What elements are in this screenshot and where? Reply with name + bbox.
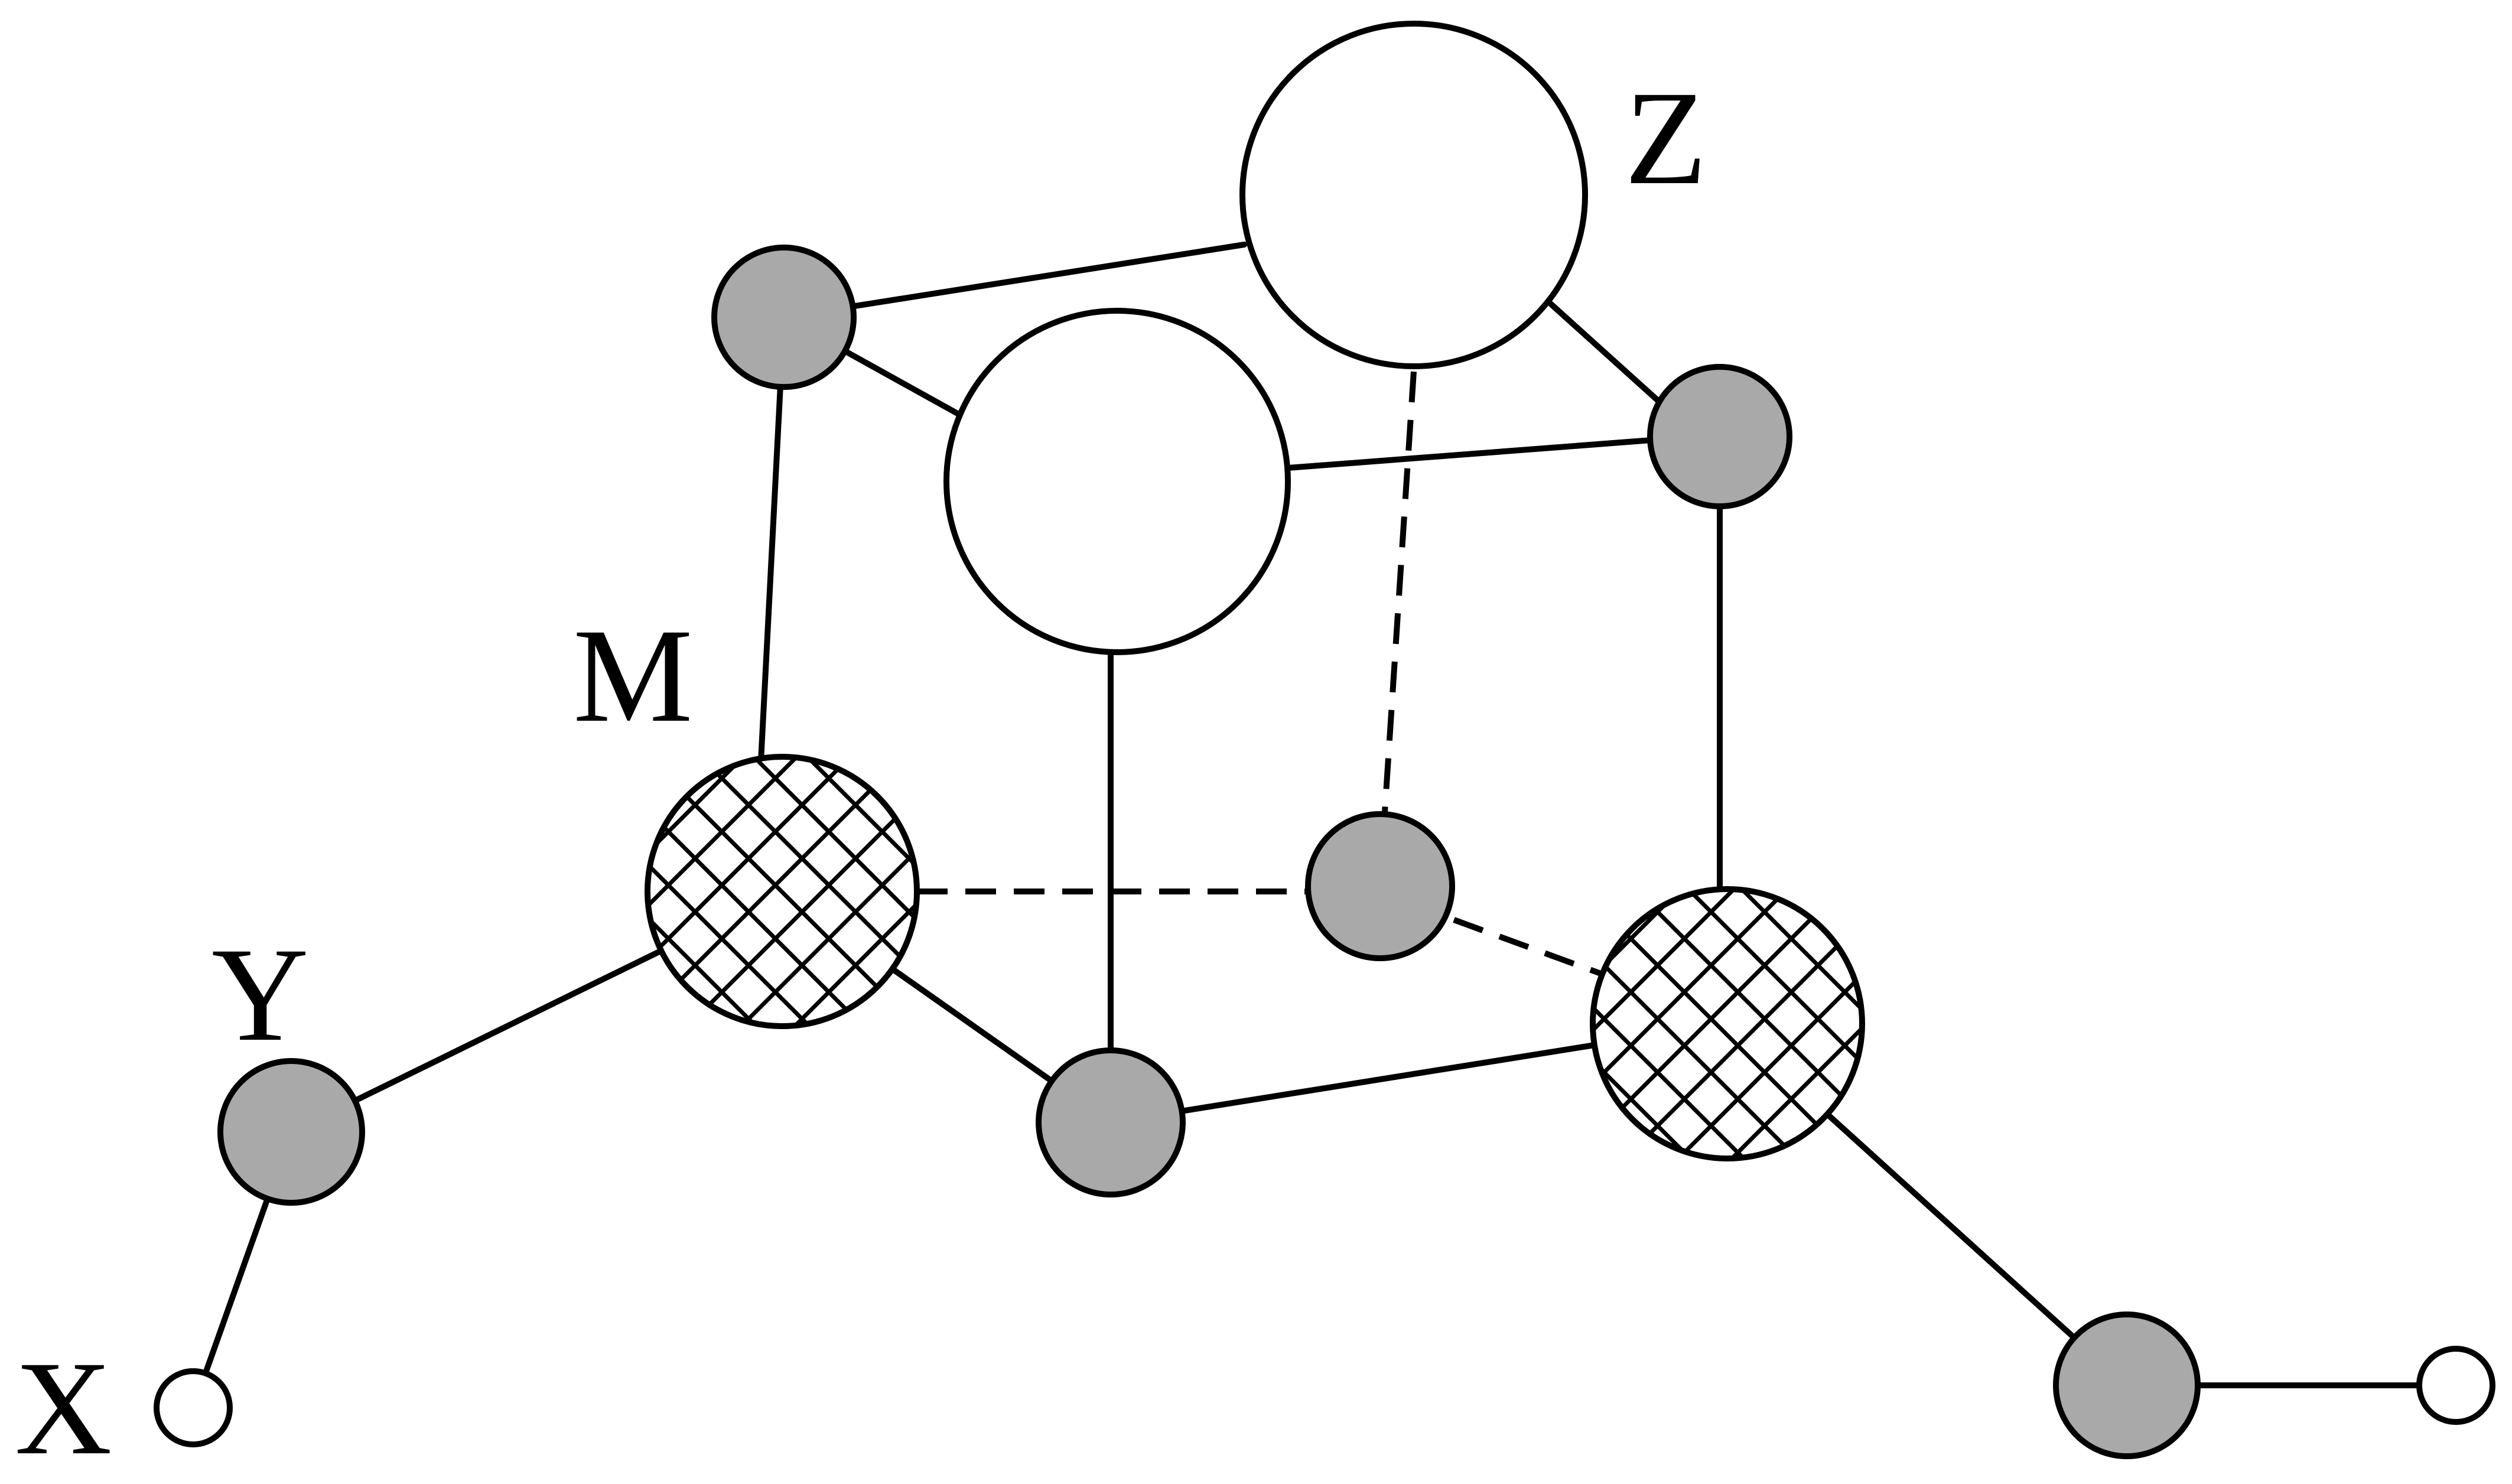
atoms: [154, 21, 2495, 1459]
gray-atom-bottom-right: [2053, 1311, 2201, 1459]
large-white-atom-z: [1239, 21, 1588, 369]
hatched-atom-m: [645, 754, 920, 1029]
label-x: X: [15, 1334, 112, 1483]
solid-bonds: [190, 168, 2459, 1411]
dashed-bond-gray-center-to-hatched-right: [1453, 917, 1605, 978]
gray-atom-top-right: [1647, 364, 1792, 509]
gray-atom-top-left: [711, 245, 857, 390]
gray-atom-y: [217, 1058, 365, 1206]
labels: Z M Y X: [15, 64, 1707, 1483]
large-white-atom-front: [943, 308, 1291, 655]
small-white-atom-right: [2416, 1346, 2495, 1425]
bond-gray-top-left-to-big-z: [781, 242, 1247, 320]
label-y: Y: [211, 920, 309, 1069]
label-m: M: [573, 601, 693, 750]
small-white-atom-x: [154, 1368, 233, 1447]
label-z: Z: [1625, 64, 1707, 213]
bond-gray-top-left-to-hatched-left: [758, 314, 787, 764]
hatched-atom-right: [1590, 886, 1865, 1161]
dashed-bond-big-z-to-gray-center: [1377, 371, 1417, 884]
gray-atom-bottom-center: [1036, 1047, 1186, 1197]
dashed-bonds: [917, 371, 1605, 978]
gray-atom-center: [1305, 811, 1455, 961]
